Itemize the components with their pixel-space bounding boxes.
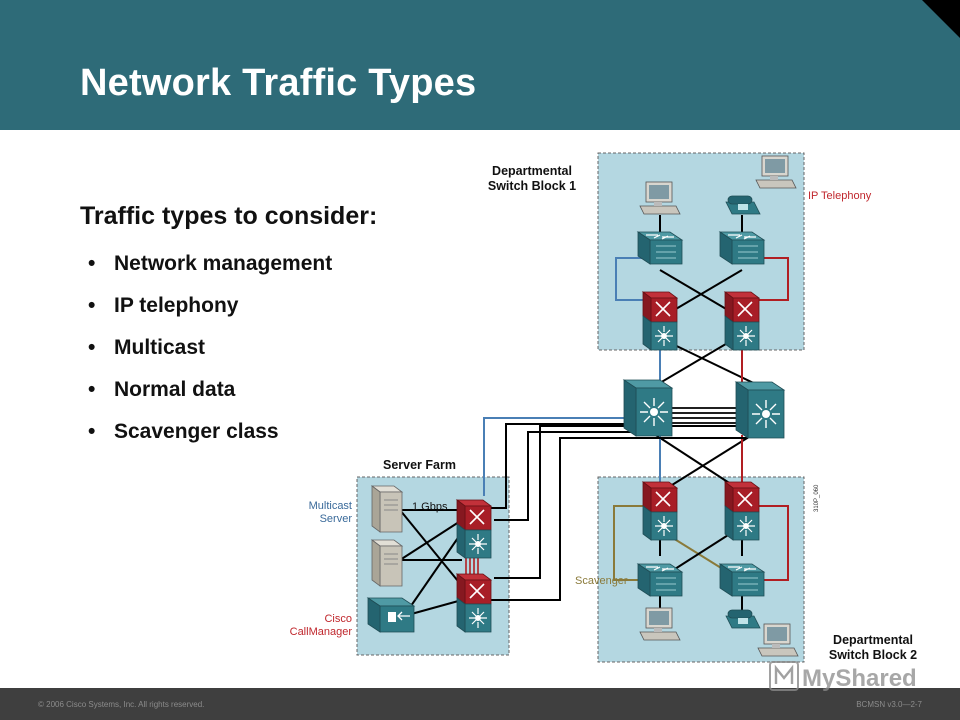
bullet-item: • Scavenger class xyxy=(88,414,332,456)
distribution-switch-icon xyxy=(724,291,760,351)
network-diagram: Departmental Switch Block 1 IP Telephony… xyxy=(290,152,917,663)
distribution-switch-icon xyxy=(642,481,678,541)
distribution-switch-icon xyxy=(724,481,760,541)
bullet-item: • Network management xyxy=(88,246,332,288)
multicast-server-label-line2: Server xyxy=(320,513,353,525)
block1-label-line2: Switch Block 1 xyxy=(488,179,576,193)
callmanager-label-line2: CallManager xyxy=(290,626,353,638)
slide-footer: © 2006 Cisco Systems, Inc. All rights re… xyxy=(0,688,960,720)
server-farm-switch-icon xyxy=(456,573,492,633)
core-switch-icon xyxy=(623,379,673,437)
multicast-server-label-line1: Multicast xyxy=(309,500,352,512)
bullet-item: • Normal data xyxy=(88,372,332,414)
page-number: BCMSN v3.0—2-7 xyxy=(856,700,922,709)
bullet-list: • Network management • IP telephony • Multi… xyxy=(88,246,332,456)
header-corner-decoration xyxy=(922,0,960,38)
slide-header: Network Traffic Types xyxy=(0,0,960,130)
distribution-switch-icon xyxy=(642,291,678,351)
block1-label-line1: Departmental xyxy=(492,164,572,178)
access-switch-icon xyxy=(719,231,765,265)
callmanager-icon xyxy=(366,597,416,633)
core-switch-icon xyxy=(735,381,785,439)
access-switch-icon xyxy=(637,231,683,265)
bullet-text: IP telephony xyxy=(114,294,239,317)
ip-telephony-label: IP Telephony xyxy=(808,190,872,202)
slide-subtitle: Traffic types to consider: xyxy=(80,202,378,230)
link-speed-label: 1 Gbps xyxy=(412,501,448,513)
watermark-text: MyShared xyxy=(802,665,917,692)
bullet-text: Network management xyxy=(114,252,333,275)
bullet-dot: • xyxy=(88,378,96,401)
server-farm-switch-icon xyxy=(456,499,492,559)
bullet-item: • Multicast xyxy=(88,330,332,372)
block2-label-line2: Switch Block 2 xyxy=(829,648,917,662)
bullet-dot: • xyxy=(88,252,96,275)
watermark-logo: MyShared xyxy=(769,661,917,692)
server-farm-label: Server Farm xyxy=(383,458,456,472)
copyright-text: © 2006 Cisco Systems, Inc. All rights re… xyxy=(38,700,205,709)
block2-label-line1: Departmental xyxy=(833,633,913,647)
bullet-dot: • xyxy=(88,336,96,359)
bullet-item: • IP telephony xyxy=(88,288,332,330)
server-icon xyxy=(371,539,403,587)
bullet-dot: • xyxy=(88,294,96,317)
scavenger-label: Scavenger xyxy=(575,575,628,587)
bullet-text: Scavenger class xyxy=(114,420,279,443)
multicast-server-icon xyxy=(371,485,403,533)
bullet-text: Normal data xyxy=(114,378,236,401)
figure-id-label: 310P_060 xyxy=(814,484,820,512)
bullet-dot: • xyxy=(88,420,96,443)
access-switch-icon xyxy=(637,563,683,597)
callmanager-label-line1: Cisco xyxy=(324,613,352,625)
access-switch-icon xyxy=(719,563,765,597)
slide-title: Network Traffic Types xyxy=(80,62,477,104)
bullet-text: Multicast xyxy=(114,336,206,359)
